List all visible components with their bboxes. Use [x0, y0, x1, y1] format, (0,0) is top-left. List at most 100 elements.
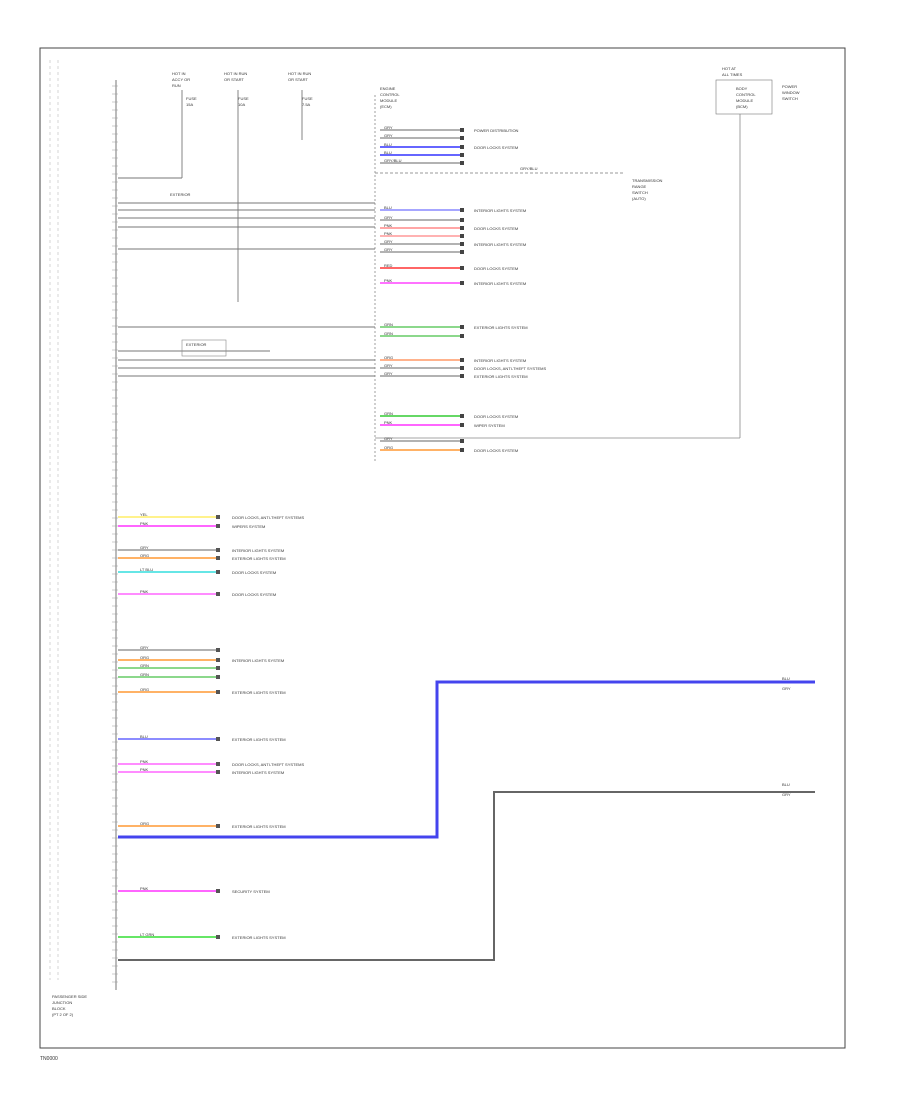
- stub-pin: [216, 675, 220, 679]
- stub-code: LT GRN: [140, 932, 154, 937]
- connector-code: GRY: [384, 215, 393, 220]
- connector-pin: [460, 423, 464, 427]
- connector-note: DOOR LOCKS SYSTEM: [474, 226, 518, 231]
- fuse-label: 15A: [186, 102, 193, 107]
- stub-pin: [216, 666, 220, 670]
- stub-pin: [216, 690, 220, 694]
- connector-code: PNK: [384, 420, 393, 425]
- svg-text:WINDOW: WINDOW: [782, 90, 800, 95]
- svg-text:(BCM): (BCM): [736, 104, 748, 109]
- stub-note: EXTERIOR LIGHTS SYSTEM: [232, 556, 286, 561]
- stub-code: GRY: [140, 545, 149, 550]
- connector-pin: [460, 226, 464, 230]
- top-header-text: RUN: [172, 83, 181, 88]
- svg-text:CONTROL: CONTROL: [736, 92, 756, 97]
- connector-pin: [460, 374, 464, 378]
- connector-code: GRN: [384, 331, 393, 336]
- stub-code: GRN: [140, 672, 149, 677]
- connector-note: INTERIOR LIGHTS SYSTEM: [474, 281, 526, 286]
- connector-pin: [460, 208, 464, 212]
- connector-code: GRY: [384, 133, 393, 138]
- stub-pin: [216, 548, 220, 552]
- stub-code: ORG: [140, 655, 149, 660]
- stub-pin: [216, 570, 220, 574]
- stub-pin: [216, 762, 220, 766]
- svg-text:SWITCH: SWITCH: [632, 190, 648, 195]
- connector-note: EXTERIOR LIGHTS SYSTEM: [474, 325, 528, 330]
- connector-note: INTERIOR LIGHTS SYSTEM: [474, 358, 526, 363]
- right-side-wire-labels: BLU GRY BLU GRY: [782, 676, 791, 797]
- connector-code: GRY/BLU: [384, 158, 402, 163]
- stub-note: DOOR LOCKS, ANTI-THEFT SYSTEMS: [232, 515, 304, 520]
- upper-right-note: TRANSMISSION RANGE SWITCH (AUTO): [632, 178, 663, 201]
- connector-code: GRN: [384, 411, 393, 416]
- svg-text:BLU: BLU: [782, 782, 790, 787]
- stub-note: INTERIOR LIGHTS SYSTEM: [232, 548, 284, 553]
- connector-pin: [460, 366, 464, 370]
- bottom-left-label: PASSENGER SIDE JUNCTION BLOCK (PT 2 OF 2…: [52, 994, 87, 1017]
- svg-text:RANGE: RANGE: [632, 184, 647, 189]
- stub-code: BLU: [140, 734, 148, 739]
- fuse-label: 10A: [238, 102, 245, 107]
- ecm-label-line-2: CONTROL: [380, 92, 400, 97]
- stub-note: EXTERIOR LIGHTS SYSTEM: [232, 824, 286, 829]
- left-dashed-guides: [49, 60, 59, 980]
- connector-pin: [460, 414, 464, 418]
- connector-code: BLU: [384, 150, 392, 155]
- upper-gray-runs: [118, 177, 375, 377]
- top-header-text: HOT IN RUN: [224, 71, 247, 76]
- connector-pin: [460, 334, 464, 338]
- connector-code: ORG: [384, 355, 393, 360]
- ecm-label-line-1: ENGINE: [380, 86, 396, 91]
- stub-code: GRN: [140, 663, 149, 668]
- connector-pin: [460, 218, 464, 222]
- ecm-label: ENGINE CONTROL MODULE (ECM): [380, 86, 400, 109]
- connector-pin: [460, 234, 464, 238]
- connector-code: PNK: [384, 223, 393, 228]
- splice-box: [181, 339, 227, 357]
- connector-pin: [460, 153, 464, 157]
- svg-text:TRANSMISSION: TRANSMISSION: [632, 178, 663, 183]
- connector-code: GRY: [384, 239, 393, 244]
- svg-text:GRY: GRY: [782, 686, 791, 691]
- fuse-lines: [181, 90, 303, 302]
- splice-label: EXTERIOR: [170, 192, 191, 197]
- connector-code: GRY: [384, 371, 393, 376]
- stub-pin: [216, 658, 220, 662]
- stub-pin: [216, 889, 220, 893]
- top-header-text: HOT IN RUN: [288, 71, 311, 76]
- gray-long-wire: [118, 791, 815, 961]
- connector-pin: [460, 358, 464, 362]
- stub-code: ORG: [140, 687, 149, 692]
- svg-text:PASSENGER SIDE: PASSENGER SIDE: [52, 994, 87, 999]
- stub-code: PNK: [140, 589, 149, 594]
- svg-text:MODULE: MODULE: [736, 98, 753, 103]
- connector-pin: [460, 448, 464, 452]
- stub-pin: [216, 592, 220, 596]
- svg-text:BLOCK: BLOCK: [52, 1006, 66, 1011]
- connector-code: RED: [384, 263, 393, 268]
- svg-text:JUNCTION: JUNCTION: [52, 1000, 72, 1005]
- stub-note: INTERIOR LIGHTS SYSTEM: [232, 658, 284, 663]
- connector-pin: [460, 161, 464, 165]
- stub-note: SECURITY SYSTEM: [232, 889, 270, 894]
- connector-pin: [460, 250, 464, 254]
- fuse-label: FUSE: [186, 96, 197, 101]
- connector-code: GRY: [384, 125, 393, 130]
- ecm-label-line-3: MODULE: [380, 98, 397, 103]
- connector-code: GRY: [384, 363, 393, 368]
- svg-text:SWITCH: SWITCH: [782, 96, 798, 101]
- connector-code: GRN: [384, 322, 393, 327]
- stub-note: DOOR LOCKS SYSTEM: [232, 592, 276, 597]
- fuse-label: FUSE: [238, 96, 249, 101]
- svg-text:POWER: POWER: [782, 84, 797, 89]
- fuse-label: FUSE: [302, 96, 313, 101]
- stub-pin: [216, 556, 220, 560]
- stub-note: DOOR LOCKS, ANTI-THEFT SYSTEMS: [232, 762, 304, 767]
- stub-code: PNK: [140, 767, 149, 772]
- connector-code: GRY: [384, 436, 393, 441]
- connector-pin: [460, 128, 464, 132]
